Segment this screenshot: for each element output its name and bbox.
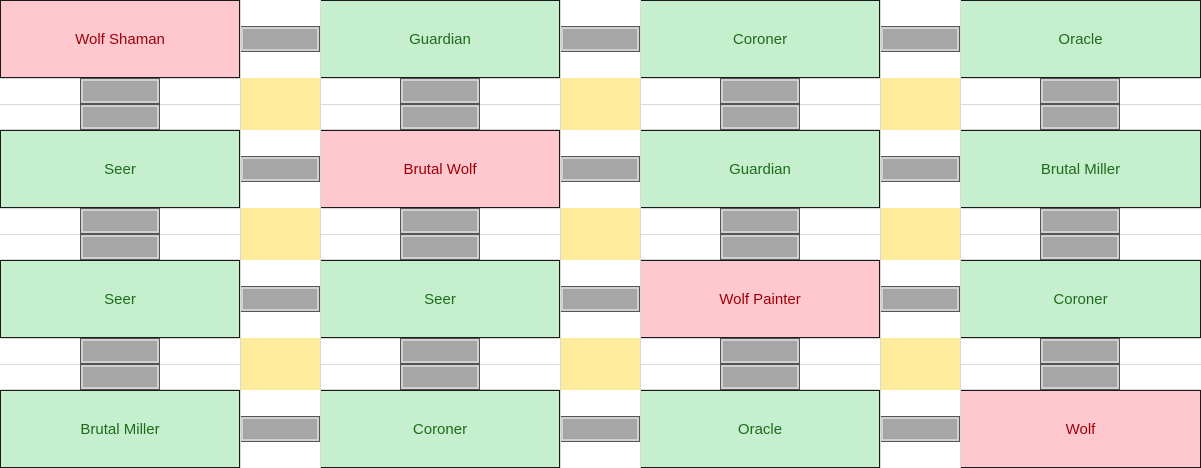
role-name: Oracle — [737, 420, 783, 438]
role-card[interactable]: Seer — [320, 260, 560, 338]
vertical-connector — [1040, 338, 1120, 364]
role-card[interactable]: Wolf Painter — [640, 260, 880, 338]
intersection-cell — [240, 338, 320, 390]
role-name: Seer — [424, 290, 456, 308]
role-name: Brutal Miller — [1040, 160, 1121, 178]
horizontal-connector — [560, 286, 640, 312]
vertical-connector — [80, 234, 160, 260]
column-separator — [640, 0, 641, 468]
vertical-connector — [400, 338, 480, 364]
role-card[interactable]: Brutal Miller — [960, 130, 1201, 208]
vertical-connector — [400, 104, 480, 130]
role-card[interactable]: Brutal Miller — [0, 390, 240, 468]
role-card[interactable]: Coroner — [640, 0, 880, 78]
vertical-connector — [400, 234, 480, 260]
vertical-connector — [400, 208, 480, 234]
role-name: Seer — [104, 290, 136, 308]
role-card[interactable]: Wolf Shaman — [0, 0, 240, 78]
role-card[interactable]: Guardian — [320, 0, 560, 78]
column-separator — [320, 0, 321, 468]
vertical-connector — [720, 364, 800, 390]
vertical-connector — [720, 208, 800, 234]
vertical-connector — [80, 104, 160, 130]
role-name: Guardian — [409, 30, 471, 48]
intersection-cell — [560, 78, 640, 130]
horizontal-connector — [880, 416, 960, 442]
vertical-connector — [1040, 364, 1120, 390]
role-name: Oracle — [1058, 30, 1103, 48]
intersection-cell — [880, 208, 960, 260]
vertical-connector — [720, 234, 800, 260]
role-name: Wolf Shaman — [75, 30, 165, 48]
vertical-connector — [400, 78, 480, 104]
vertical-connector — [80, 338, 160, 364]
role-card[interactable]: Coroner — [320, 390, 560, 468]
role-name: Guardian — [729, 160, 791, 178]
role-name: Wolf Painter — [719, 290, 801, 308]
role-card[interactable]: Wolf — [960, 390, 1201, 468]
role-card[interactable]: Guardian — [640, 130, 880, 208]
intersection-cell — [880, 338, 960, 390]
role-name: Coroner — [732, 30, 788, 48]
column-separator — [560, 0, 561, 468]
role-card[interactable]: Seer — [0, 130, 240, 208]
role-name: Brutal Wolf — [403, 160, 477, 178]
vertical-connector — [1040, 104, 1120, 130]
column-separator — [880, 0, 881, 468]
intersection-cell — [880, 78, 960, 130]
intersection-cell — [240, 208, 320, 260]
vertical-connector — [720, 78, 800, 104]
role-name: Coroner — [1053, 290, 1108, 308]
intersection-cell — [560, 208, 640, 260]
role-name: Brutal Miller — [80, 420, 160, 438]
intersection-cell — [560, 338, 640, 390]
vertical-connector — [1040, 208, 1120, 234]
role-card[interactable]: Seer — [0, 260, 240, 338]
column-separator — [960, 0, 961, 468]
horizontal-connector — [560, 156, 640, 182]
role-card[interactable]: Brutal Wolf — [320, 130, 560, 208]
horizontal-connector — [240, 416, 320, 442]
vertical-connector — [80, 208, 160, 234]
role-card[interactable]: Oracle — [960, 0, 1201, 78]
column-separator — [240, 0, 241, 468]
intersection-cell — [240, 78, 320, 130]
horizontal-connector — [560, 26, 640, 52]
role-name: Seer — [104, 160, 136, 178]
role-card[interactable]: Coroner — [960, 260, 1201, 338]
role-name: Wolf — [1065, 420, 1096, 438]
vertical-connector — [720, 338, 800, 364]
horizontal-connector — [240, 26, 320, 52]
vertical-connector — [80, 78, 160, 104]
role-name: Coroner — [412, 420, 468, 438]
vertical-connector — [1040, 234, 1120, 260]
vertical-connector — [400, 364, 480, 390]
horizontal-connector — [880, 156, 960, 182]
vertical-connector — [1040, 78, 1120, 104]
horizontal-connector — [240, 286, 320, 312]
horizontal-connector — [880, 286, 960, 312]
horizontal-connector — [560, 416, 640, 442]
vertical-connector — [80, 364, 160, 390]
horizontal-connector — [240, 156, 320, 182]
role-card[interactable]: Oracle — [640, 390, 880, 468]
vertical-connector — [720, 104, 800, 130]
horizontal-connector — [880, 26, 960, 52]
